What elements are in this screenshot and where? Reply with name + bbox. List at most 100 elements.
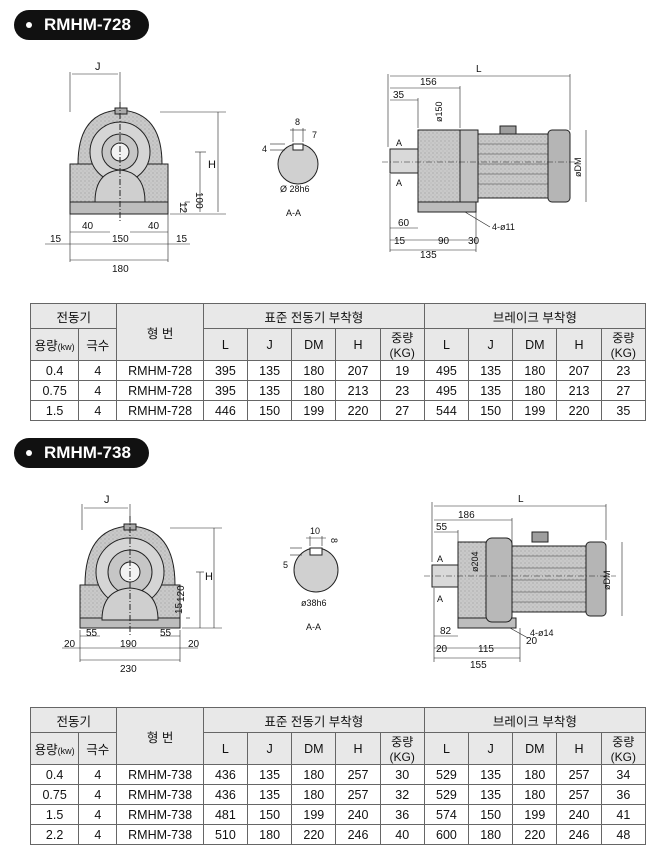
table-cell: RMHM-738 [116, 824, 204, 845]
motor-header: 전동기 [29, 707, 118, 733]
col-header: J [468, 732, 514, 765]
table-cell: 135 [468, 784, 514, 805]
table-cell: 246 [556, 824, 602, 845]
dim-motor-diameter: øDM [573, 158, 583, 178]
drawing-rmhm-738: J H 120 15 55 55 20 190 20 230 10 8 5 ø3… [62, 494, 623, 675]
col-header: L [202, 328, 249, 361]
dim-H: H [208, 159, 216, 171]
dim-key-4: 4 [262, 144, 267, 154]
table-cell: 544 [423, 400, 470, 421]
table-cell: RMHM-738 [116, 764, 204, 785]
table-cell: 4 [78, 380, 118, 401]
col-header: 중량(KG) [600, 732, 647, 765]
table-cell: 257 [335, 784, 381, 805]
front-view [45, 72, 226, 262]
table-cell: 135 [246, 360, 293, 381]
shaft-diameter: Ø 28h6 [280, 184, 310, 194]
table-cell: 135 [246, 764, 293, 785]
motor-header: 전동기 [29, 303, 118, 329]
col-header: H [556, 328, 602, 361]
dim-20-right: 20 [526, 636, 538, 647]
table-cell: 150 [246, 804, 293, 825]
dim-J: J [104, 494, 110, 506]
table-cell: 436 [202, 764, 249, 785]
table-cell: 35 [600, 400, 647, 421]
mounting-holes: 4-ø11 [492, 222, 515, 232]
side-view [382, 74, 587, 252]
table-cell: 207 [335, 360, 381, 381]
table-cell: 1.5 [29, 400, 80, 421]
section-marker-a-bottom: A [437, 594, 443, 604]
section-label: A-A [306, 622, 321, 632]
dim-55-left: 55 [86, 628, 98, 639]
section-title: RMHM-738 [44, 443, 131, 462]
dim-key-8: 8 [329, 538, 339, 543]
bullet-icon [26, 22, 32, 28]
dim-155: 155 [470, 660, 487, 671]
dim-15: 15 [174, 602, 185, 614]
dim-key-8: 8 [295, 117, 300, 127]
table-cell: 4 [78, 764, 118, 785]
dim-180: 180 [112, 264, 129, 275]
shaft-diameter: ø38h6 [301, 598, 327, 608]
table-cell: 2.2 [29, 824, 80, 845]
table-cell: 220 [556, 400, 602, 421]
table-cell: 395 [202, 360, 249, 381]
table-cell: 180 [512, 360, 558, 381]
col-header: 중량(KG) [379, 328, 425, 361]
section-marker-a-top: A [396, 138, 402, 148]
table-cell: 30 [379, 764, 425, 785]
table-cell: 495 [423, 380, 470, 401]
table-cell: 135 [468, 764, 514, 785]
section-marker-a-bottom: A [396, 178, 402, 188]
dim-key-10: 10 [310, 526, 320, 536]
table-cell: 150 [246, 400, 293, 421]
dim-156: 156 [420, 77, 437, 88]
table-cell: 180 [246, 824, 293, 845]
table-cell: 135 [246, 380, 293, 401]
table-cell: 0.4 [29, 764, 80, 785]
section-marker-a-top: A [437, 554, 443, 564]
dim-35: 35 [393, 90, 405, 101]
table-cell: 529 [423, 784, 470, 805]
col-header: L [202, 732, 249, 765]
table-cell: RMHM-738 [116, 784, 204, 805]
table-cell: 4 [78, 804, 118, 825]
table-cell: 4 [78, 824, 118, 845]
table-cell: 495 [423, 360, 470, 381]
col-header: L [423, 732, 470, 765]
section-title-pill: RMHM-728 [14, 10, 149, 40]
table-cell: 481 [202, 804, 249, 825]
table-cell: 40 [379, 824, 425, 845]
col-header: DM [512, 328, 558, 361]
poles-header: 극수 [78, 732, 118, 765]
table-cell: 180 [291, 360, 337, 381]
dim-12: 12 [177, 202, 188, 214]
dim-230: 230 [120, 664, 137, 675]
table-cell: 257 [556, 764, 602, 785]
section-view-aa [290, 536, 339, 593]
dim-82: 82 [440, 626, 452, 637]
dim-55: 55 [436, 522, 448, 533]
table-cell: 36 [379, 804, 425, 825]
brake-motor-header: 브레이크 부착형 [423, 707, 647, 733]
dim-20-right: 20 [188, 639, 200, 650]
capacity-header: 용량(kw) [29, 328, 80, 361]
dim-20-left: 20 [436, 644, 448, 655]
table-cell: 180 [291, 764, 337, 785]
dim-150: 150 [112, 234, 129, 245]
table-group-header: 전동기 형 번 표준 전동기 부착형 브레이크 부착형 [29, 303, 647, 361]
table-cell: 213 [556, 380, 602, 401]
table-cell: 23 [600, 360, 647, 381]
table-cell: 180 [512, 784, 558, 805]
table-cell: 395 [202, 380, 249, 401]
standard-motor-header: 표준 전동기 부착형 [202, 303, 425, 329]
col-header: DM [291, 732, 337, 765]
model-header: 형 번 [116, 707, 204, 765]
table-cell: 220 [291, 824, 337, 845]
table-cell: 213 [335, 380, 381, 401]
table-cell: 446 [202, 400, 249, 421]
